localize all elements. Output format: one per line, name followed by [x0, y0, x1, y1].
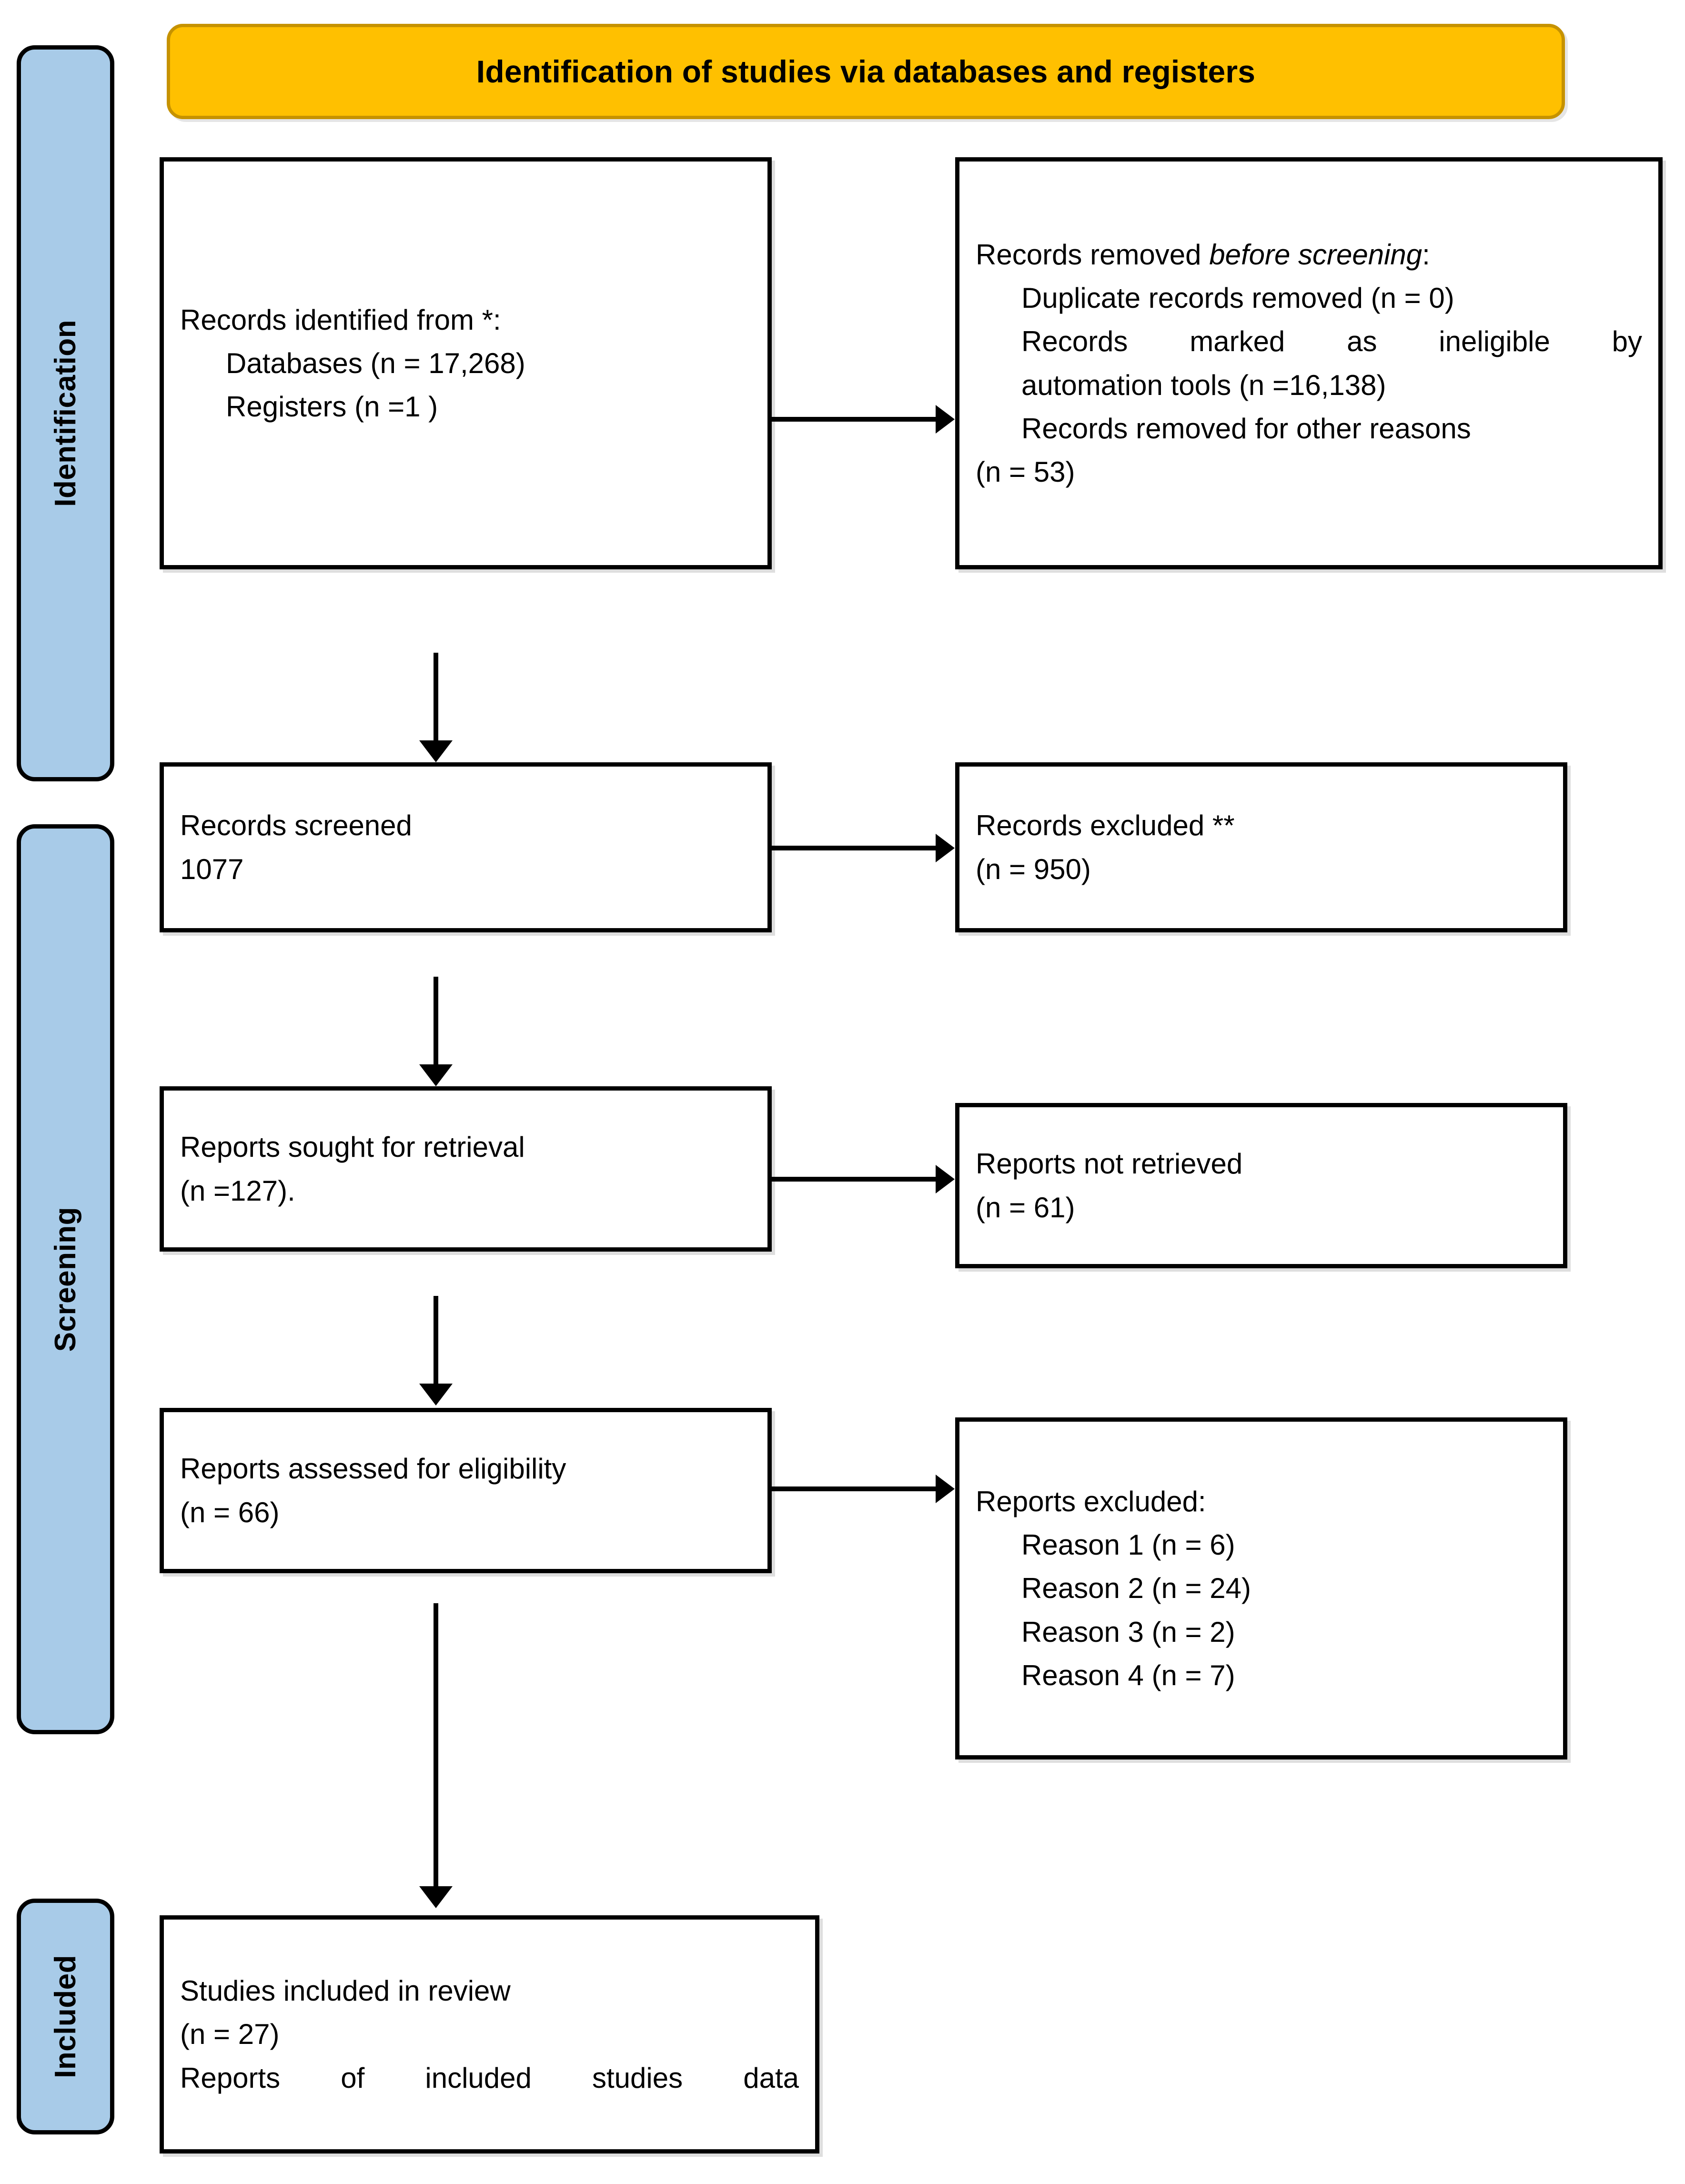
records-screened-heading: Records screened: [180, 809, 412, 842]
reports-not-retrieved-count: (n = 61): [976, 1191, 1075, 1223]
arrow-sought-to-assessed: [419, 1296, 453, 1405]
reports-sought-heading: Reports sought for retrieval: [180, 1131, 525, 1163]
records-removed-heading: Records removed before screening:: [976, 238, 1430, 271]
records-removed-ineligible-line1: Records marked as ineligible by: [1021, 325, 1642, 358]
box-reports-not-retrieved: Reports not retrieved (n = 61): [955, 1103, 1567, 1268]
arrow-head-right-icon: [936, 1475, 955, 1503]
reports-excluded-reason-4: Reason 4 (n = 7): [1021, 1659, 1235, 1691]
reports-assessed-count: (n = 66): [180, 1496, 280, 1528]
stage-label-identification: Identification: [49, 320, 82, 507]
records-screened-count: 1077: [180, 853, 244, 885]
reports-excluded-reason-3: Reason 3 (n = 2): [1021, 1616, 1235, 1648]
arrow-head-down-icon: [419, 1064, 453, 1086]
studies-included-reports: Reports of included studies data: [180, 2062, 799, 2094]
records-removed-other-line1: Records removed for other reasons: [1021, 412, 1471, 445]
reports-sought-count: (n =127).: [180, 1174, 295, 1207]
records-excluded-heading: Records excluded **: [976, 809, 1235, 842]
arrow-identified-to-removed: [772, 405, 955, 434]
records-identified-registers: Registers (n =1 ): [226, 391, 438, 423]
stage-bar-identification: Identification: [17, 45, 114, 781]
stage-bar-included: Included: [17, 1899, 114, 2134]
studies-included-heading: Studies included in review: [180, 1975, 511, 2007]
arrow-assessed-to-included: [419, 1603, 453, 1908]
reports-excluded-reason-2: Reason 2 (n = 24): [1021, 1572, 1251, 1605]
stage-label-screening: Screening: [49, 1206, 82, 1352]
box-reports-excluded-reasons: Reports excluded: Reason 1 (n = 6) Reaso…: [955, 1417, 1567, 1759]
stage-bar-screening: Screening: [17, 824, 114, 1734]
arrow-assessed-to-reports-excluded: [772, 1475, 955, 1503]
box-reports-sought-for-retrieval: Reports sought for retrieval (n =127).: [160, 1086, 772, 1252]
records-excluded-count: (n = 950): [976, 853, 1091, 885]
stage-label-included: Included: [49, 1955, 82, 2078]
records-removed-ineligible-line2: automation tools (n =16,138): [1021, 369, 1386, 401]
diagram-header-banner: Identification of studies via databases …: [167, 24, 1565, 119]
records-identified-heading: Records identified from *:: [180, 303, 501, 336]
arrow-head-down-icon: [419, 1886, 453, 1908]
studies-included-count: (n = 27): [180, 2018, 280, 2051]
box-records-removed-before-screening: Records removed before screening: Duplic…: [955, 157, 1663, 569]
box-records-excluded: Records excluded ** (n = 950): [955, 762, 1567, 932]
records-removed-other-line2: (n = 53): [976, 455, 1075, 488]
box-studies-included-in-review: Studies included in review (n = 27) Repo…: [160, 1915, 819, 2154]
box-reports-assessed-for-eligibility: Reports assessed for eligibility (n = 66…: [160, 1408, 772, 1573]
arrow-screened-to-excluded: [772, 834, 955, 862]
arrow-sought-to-not-retrieved: [772, 1165, 955, 1193]
page-title: Identification of studies via databases …: [476, 54, 1256, 89]
records-identified-databases: Databases (n = 17,268): [226, 347, 525, 379]
records-removed-duplicates: Duplicate records removed (n = 0): [1021, 282, 1454, 314]
arrow-identified-to-screened: [419, 653, 453, 762]
box-records-identified: Records identified from *: Databases (n …: [160, 157, 772, 569]
reports-excluded-reason-1: Reason 1 (n = 6): [1021, 1529, 1235, 1561]
arrow-head-down-icon: [419, 740, 453, 762]
reports-assessed-heading: Reports assessed for eligibility: [180, 1453, 566, 1485]
reports-excluded-heading: Reports excluded:: [976, 1486, 1206, 1518]
reports-not-retrieved-heading: Reports not retrieved: [976, 1148, 1243, 1180]
arrow-screened-to-sought: [419, 977, 453, 1086]
arrow-head-right-icon: [936, 834, 955, 862]
arrow-head-down-icon: [419, 1384, 453, 1405]
arrow-head-right-icon: [936, 1165, 955, 1193]
box-records-screened: Records screened 1077: [160, 762, 772, 932]
arrow-head-right-icon: [936, 405, 955, 434]
